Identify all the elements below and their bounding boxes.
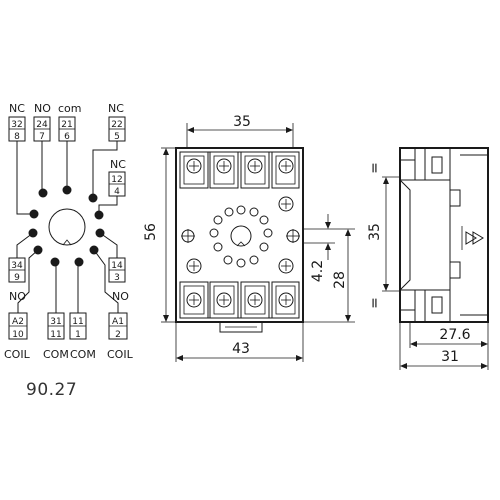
svg-text:24: 24 xyxy=(36,120,48,130)
label-com-11: COM xyxy=(70,348,96,361)
bottom-screw-row xyxy=(179,281,300,319)
dim-side-depth-inner: 27.6 xyxy=(439,327,470,343)
label-nc-32: NC xyxy=(9,102,25,115)
svg-text:4: 4 xyxy=(114,187,120,197)
label-com-21: com xyxy=(58,102,82,115)
svg-text:6: 6 xyxy=(64,132,70,142)
svg-text:31: 31 xyxy=(50,317,61,327)
terminal-32-8: 32 8 xyxy=(8,116,26,142)
side-profile xyxy=(399,147,489,323)
svg-text:8: 8 xyxy=(14,132,20,142)
label-no-24: NO xyxy=(34,102,51,115)
svg-text:34: 34 xyxy=(11,261,23,271)
connection-wires xyxy=(16,141,119,313)
svg-text:14: 14 xyxy=(111,261,123,271)
label-com-31: COM xyxy=(43,348,69,361)
svg-text:11: 11 xyxy=(72,317,83,327)
socket-pin-holes xyxy=(209,205,273,268)
din-clip xyxy=(219,322,263,333)
svg-text:A2: A2 xyxy=(12,317,24,327)
svg-text:22: 22 xyxy=(111,120,122,130)
label-coil-a1: COIL xyxy=(107,348,134,361)
label-nc-22: NC xyxy=(108,102,124,115)
label-no-14: NO xyxy=(112,290,129,303)
svg-text:1: 1 xyxy=(75,330,81,340)
side-mark-top: = xyxy=(367,162,383,174)
side-mark-bottom: = xyxy=(367,297,383,309)
socket-body xyxy=(175,147,304,323)
dim-side-height: 35 xyxy=(367,223,383,241)
svg-text:11: 11 xyxy=(50,330,61,340)
svg-text:7: 7 xyxy=(39,132,45,142)
dim-side-depth-outer: 31 xyxy=(441,349,459,365)
label-nc-12: NC xyxy=(110,158,126,171)
top-screws xyxy=(186,158,294,174)
model-number: 90.27 xyxy=(26,380,77,400)
svg-text:9: 9 xyxy=(14,273,20,283)
socket-key xyxy=(236,241,246,247)
dim-offset-small: 4.2 xyxy=(310,260,326,282)
terminal-12-4: 12 4 xyxy=(108,171,126,197)
svg-text:32: 32 xyxy=(11,120,22,130)
dim-top-width: 35 xyxy=(233,114,251,130)
svg-text:2: 2 xyxy=(115,330,121,340)
mounting-holes xyxy=(181,229,300,243)
label-coil-a2: COIL xyxy=(4,348,31,361)
svg-text:A1: A1 xyxy=(112,317,124,327)
terminal-22-5: 22 5 xyxy=(108,116,126,142)
svg-text:3: 3 xyxy=(114,273,120,283)
svg-text:10: 10 xyxy=(12,330,24,340)
terminal-34-9: 34 9 xyxy=(8,257,26,283)
label-no-34: NO xyxy=(9,290,26,303)
side-screws xyxy=(186,196,294,274)
terminal-a2-10: A2 10 xyxy=(8,312,28,340)
terminal-21-6: 21 6 xyxy=(58,116,76,142)
dim-offset-large: 28 xyxy=(332,271,348,289)
wiring-schematic: NC NO com NC NC 32 8 24 7 21 6 22 5 xyxy=(4,102,134,400)
terminal-14-3: 14 3 xyxy=(108,257,126,283)
front-view: 35 56 xyxy=(143,114,355,362)
side-view: 35 = = 27.6 31 xyxy=(367,147,489,370)
terminal-31-11: 31 11 xyxy=(47,312,65,340)
terminal-24-7: 24 7 xyxy=(33,116,51,142)
svg-text:21: 21 xyxy=(61,120,72,130)
terminal-a1-2: A1 2 xyxy=(108,312,128,340)
socket-hub xyxy=(48,208,86,246)
hub-key xyxy=(62,239,72,246)
svg-text:5: 5 xyxy=(114,132,120,142)
dim-bottom-width: 43 xyxy=(232,341,250,357)
bottom-screws xyxy=(186,292,294,308)
dim-height: 56 xyxy=(143,223,159,241)
svg-text:12: 12 xyxy=(111,175,122,185)
socket-center xyxy=(230,225,252,247)
top-screw-row xyxy=(179,151,300,189)
terminal-11-1: 11 1 xyxy=(69,312,87,340)
